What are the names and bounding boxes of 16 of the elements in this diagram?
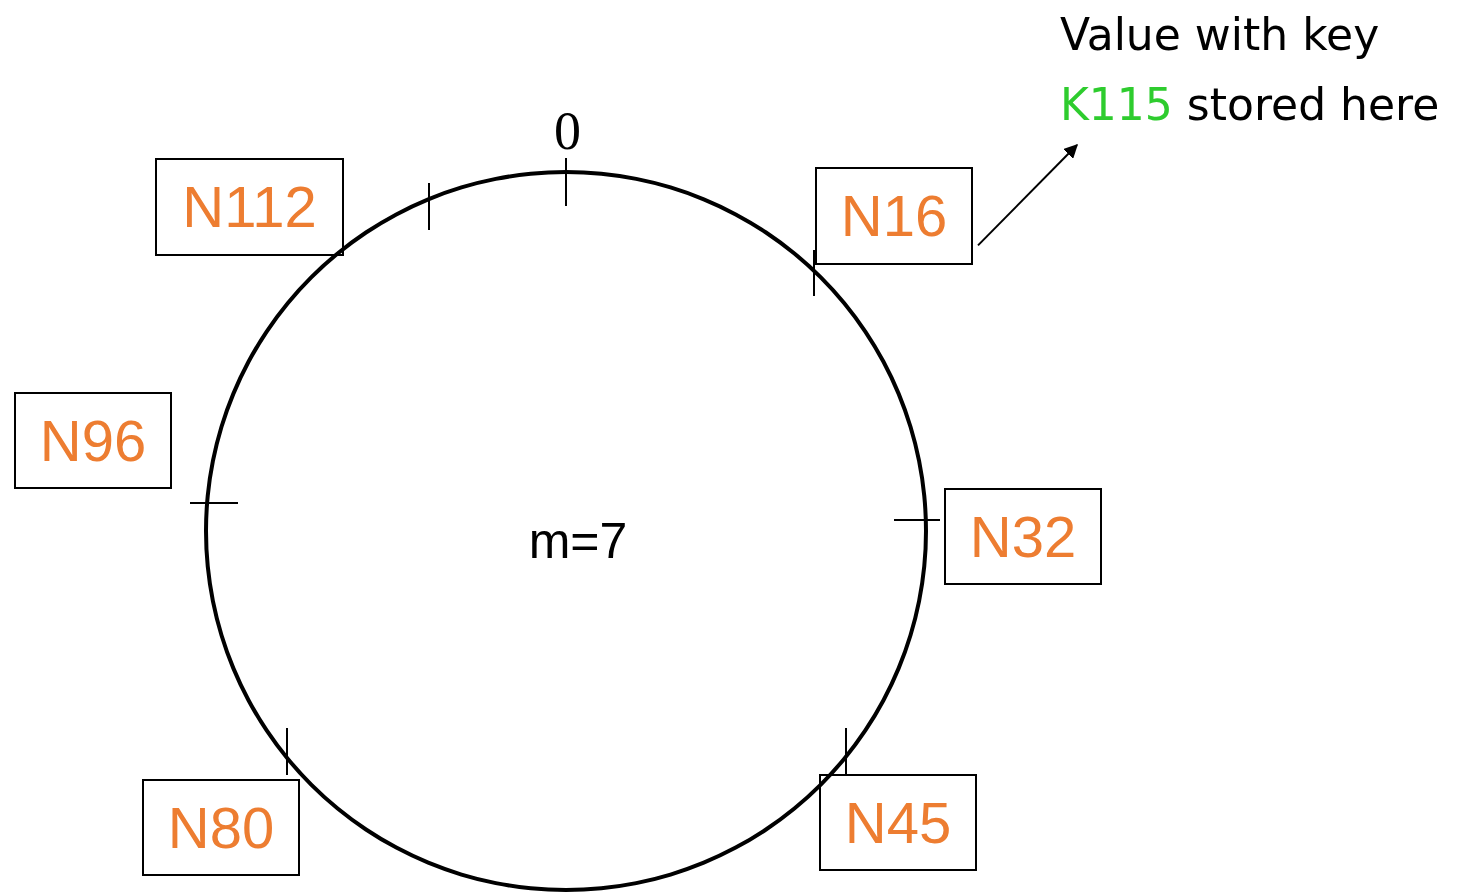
- node-box: [944, 488, 1102, 585]
- node-label: N112: [182, 178, 317, 236]
- node-box: [155, 158, 344, 256]
- node-box: [142, 779, 300, 876]
- node-box: [14, 392, 172, 489]
- arrow: [977, 144, 1078, 247]
- node-label: N32: [969, 507, 1077, 566]
- node-label: N80: [167, 798, 275, 857]
- node-box: [819, 774, 977, 871]
- node-label: m=7: [528, 512, 628, 570]
- node-label: N16: [840, 187, 948, 245]
- node-label: N96: [39, 411, 147, 470]
- position-label: 0: [554, 104, 581, 158]
- node-box: [815, 167, 973, 265]
- note-text: Value with key K115 stored here: [1060, 0, 1480, 140]
- node-label: N45: [844, 793, 952, 852]
